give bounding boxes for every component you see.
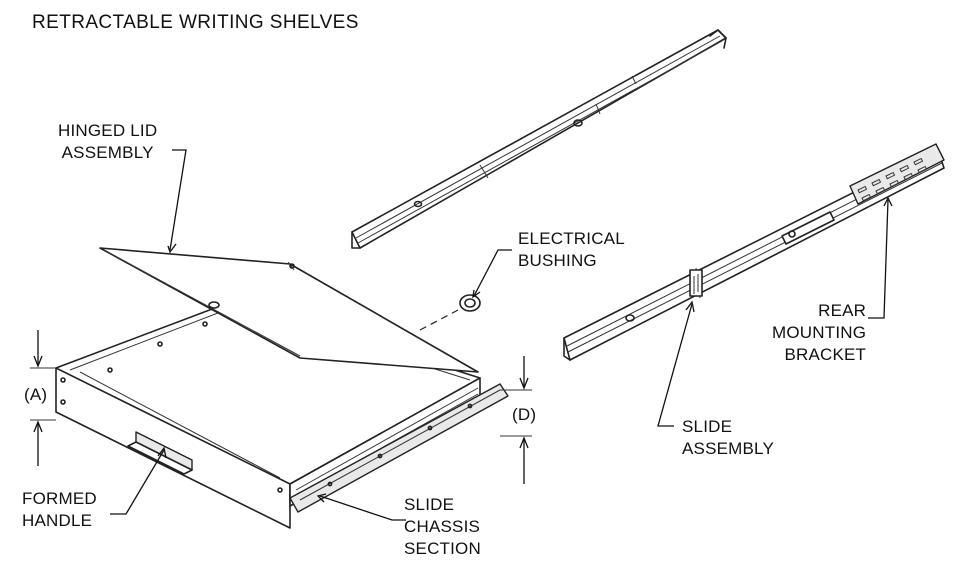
label-slide-assembly: SLIDE ASSEMBLY xyxy=(682,417,774,458)
label-slide-chassis-section: SLIDE CHASSIS SECTION xyxy=(404,495,481,558)
label-dimension-d: (D) xyxy=(512,405,537,424)
electrical-bushing-part xyxy=(419,294,481,331)
label-hinged-lid-assembly: HINGED LID ASSEMBLY xyxy=(58,121,158,162)
dimension-a-marks xyxy=(30,330,56,466)
rear-mounting-bracket-part xyxy=(849,143,945,205)
shelf-tray xyxy=(55,299,509,529)
upper-slide-rail xyxy=(351,29,727,249)
leader-lines xyxy=(110,149,893,521)
label-dimension-a: (A) xyxy=(24,385,48,404)
label-electrical-bushing: ELECTRICAL BUSHING xyxy=(518,229,625,270)
hinged-lid-part xyxy=(99,247,479,373)
label-formed-handle: FORMED HANDLE xyxy=(22,489,97,530)
page-title: RETRACTABLE WRITING SHELVES xyxy=(32,12,359,33)
lower-slide-rail xyxy=(563,149,945,361)
dimension-d-marks xyxy=(500,356,532,484)
label-rear-mounting-bracket: REAR MOUNTING BRACKET xyxy=(772,301,867,364)
